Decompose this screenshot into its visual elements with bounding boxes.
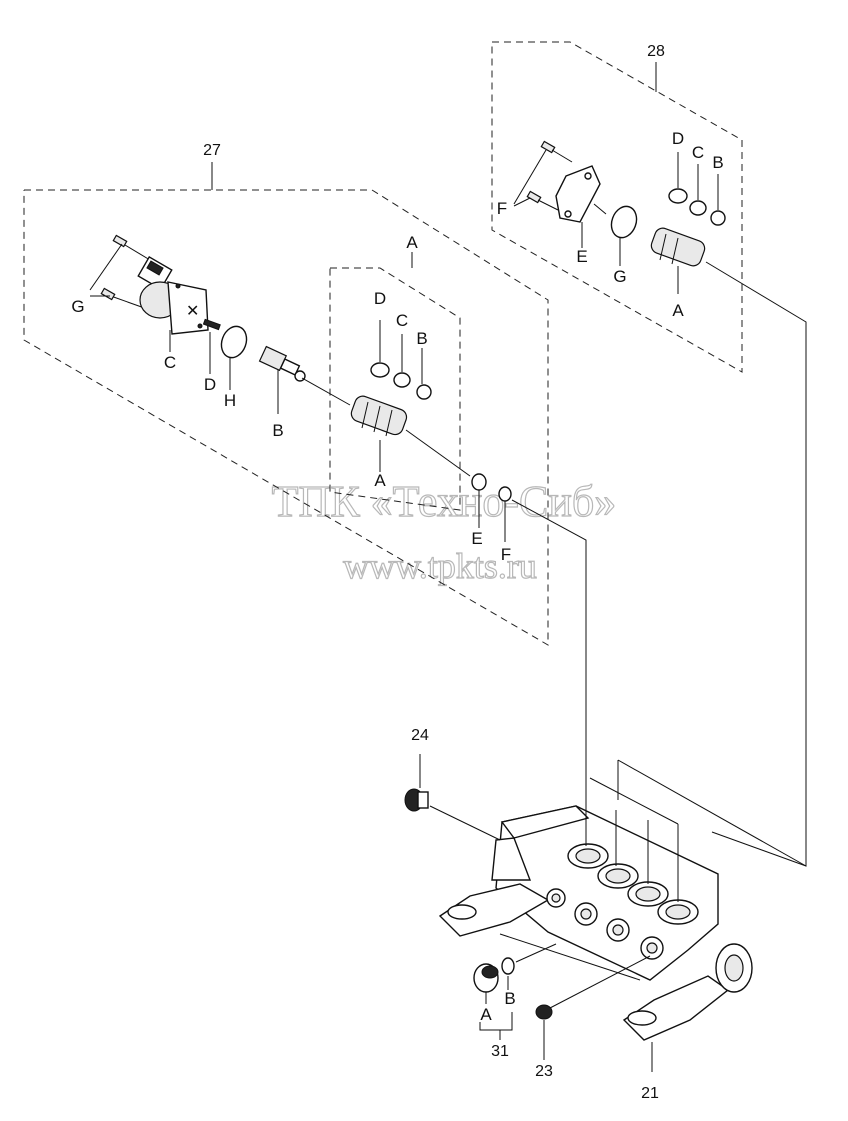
group-28: 28 F E G D C B A — [491, 41, 807, 867]
callout-27: 27 — [203, 142, 221, 159]
label-a-top: A — [406, 233, 418, 252]
seal-d — [370, 362, 390, 378]
watermark-company: ТПК «Техно-Сиб» — [272, 477, 617, 526]
seal-28-c — [689, 200, 707, 216]
seal-c — [393, 372, 411, 388]
label-28-g: G — [613, 267, 626, 286]
plug-24: 24 — [404, 727, 501, 841]
bracket-right — [622, 975, 730, 1041]
label-h: H — [224, 391, 236, 410]
group-27: 27 A ✕ G C D H — [23, 142, 587, 790]
o-ring-h — [220, 325, 248, 359]
ring-31-b — [501, 957, 515, 975]
ring-f — [498, 486, 512, 502]
label-c: C — [164, 353, 176, 372]
label-31-b: B — [504, 989, 515, 1008]
label-28-b: B — [712, 153, 723, 172]
x-mark: ✕ — [186, 303, 199, 320]
plug-assembly-31: A B 31 — [473, 933, 641, 1060]
label-inner-c: C — [396, 311, 408, 330]
label-b: B — [272, 421, 283, 440]
watermark: ТПК «Техно-Сиб» www.tpkts.ru — [271, 476, 617, 586]
label-inner-b: B — [416, 329, 427, 348]
subgroup-a-boundary — [329, 267, 461, 511]
solenoid-valve-c: ✕ — [100, 234, 209, 335]
label-28-f: F — [497, 199, 507, 218]
spool-28-a — [650, 227, 706, 267]
label-28-a: A — [672, 301, 684, 320]
callout-28: 28 — [647, 43, 665, 60]
group-27-boundary — [23, 189, 549, 646]
label-d: D — [204, 375, 216, 394]
callout-21: 21 — [641, 1085, 659, 1102]
pin-d — [202, 318, 221, 331]
ring-e — [471, 473, 487, 491]
group-28-boundary — [491, 41, 743, 373]
label-28-c: C — [692, 143, 704, 162]
label-inner-d: D — [374, 289, 386, 308]
cover-e — [555, 165, 601, 223]
group-28-axis — [705, 261, 807, 867]
watermark-url: www.tpkts.ru — [343, 546, 537, 586]
callout-31: 31 — [491, 1043, 509, 1060]
label-a-bottom: A — [374, 471, 386, 490]
seal-28-b — [710, 210, 726, 226]
callout-23: 23 — [535, 1063, 553, 1080]
cartridge-b — [258, 345, 306, 382]
label-28-d: D — [672, 129, 684, 148]
spool-a — [350, 362, 432, 437]
label-28-e: E — [576, 247, 587, 266]
label-f: F — [501, 545, 511, 564]
seal-b — [416, 384, 432, 400]
o-ring-g — [610, 205, 638, 239]
plug-23: 23 — [535, 955, 651, 1080]
valve-body-21: 21 — [438, 759, 807, 1102]
label-31-a: A — [480, 1005, 492, 1024]
seal-28-d — [668, 188, 688, 204]
group-27-axis — [511, 499, 587, 790]
label-g: G — [71, 297, 84, 316]
label-e: E — [471, 529, 482, 548]
callout-24: 24 — [411, 727, 429, 744]
